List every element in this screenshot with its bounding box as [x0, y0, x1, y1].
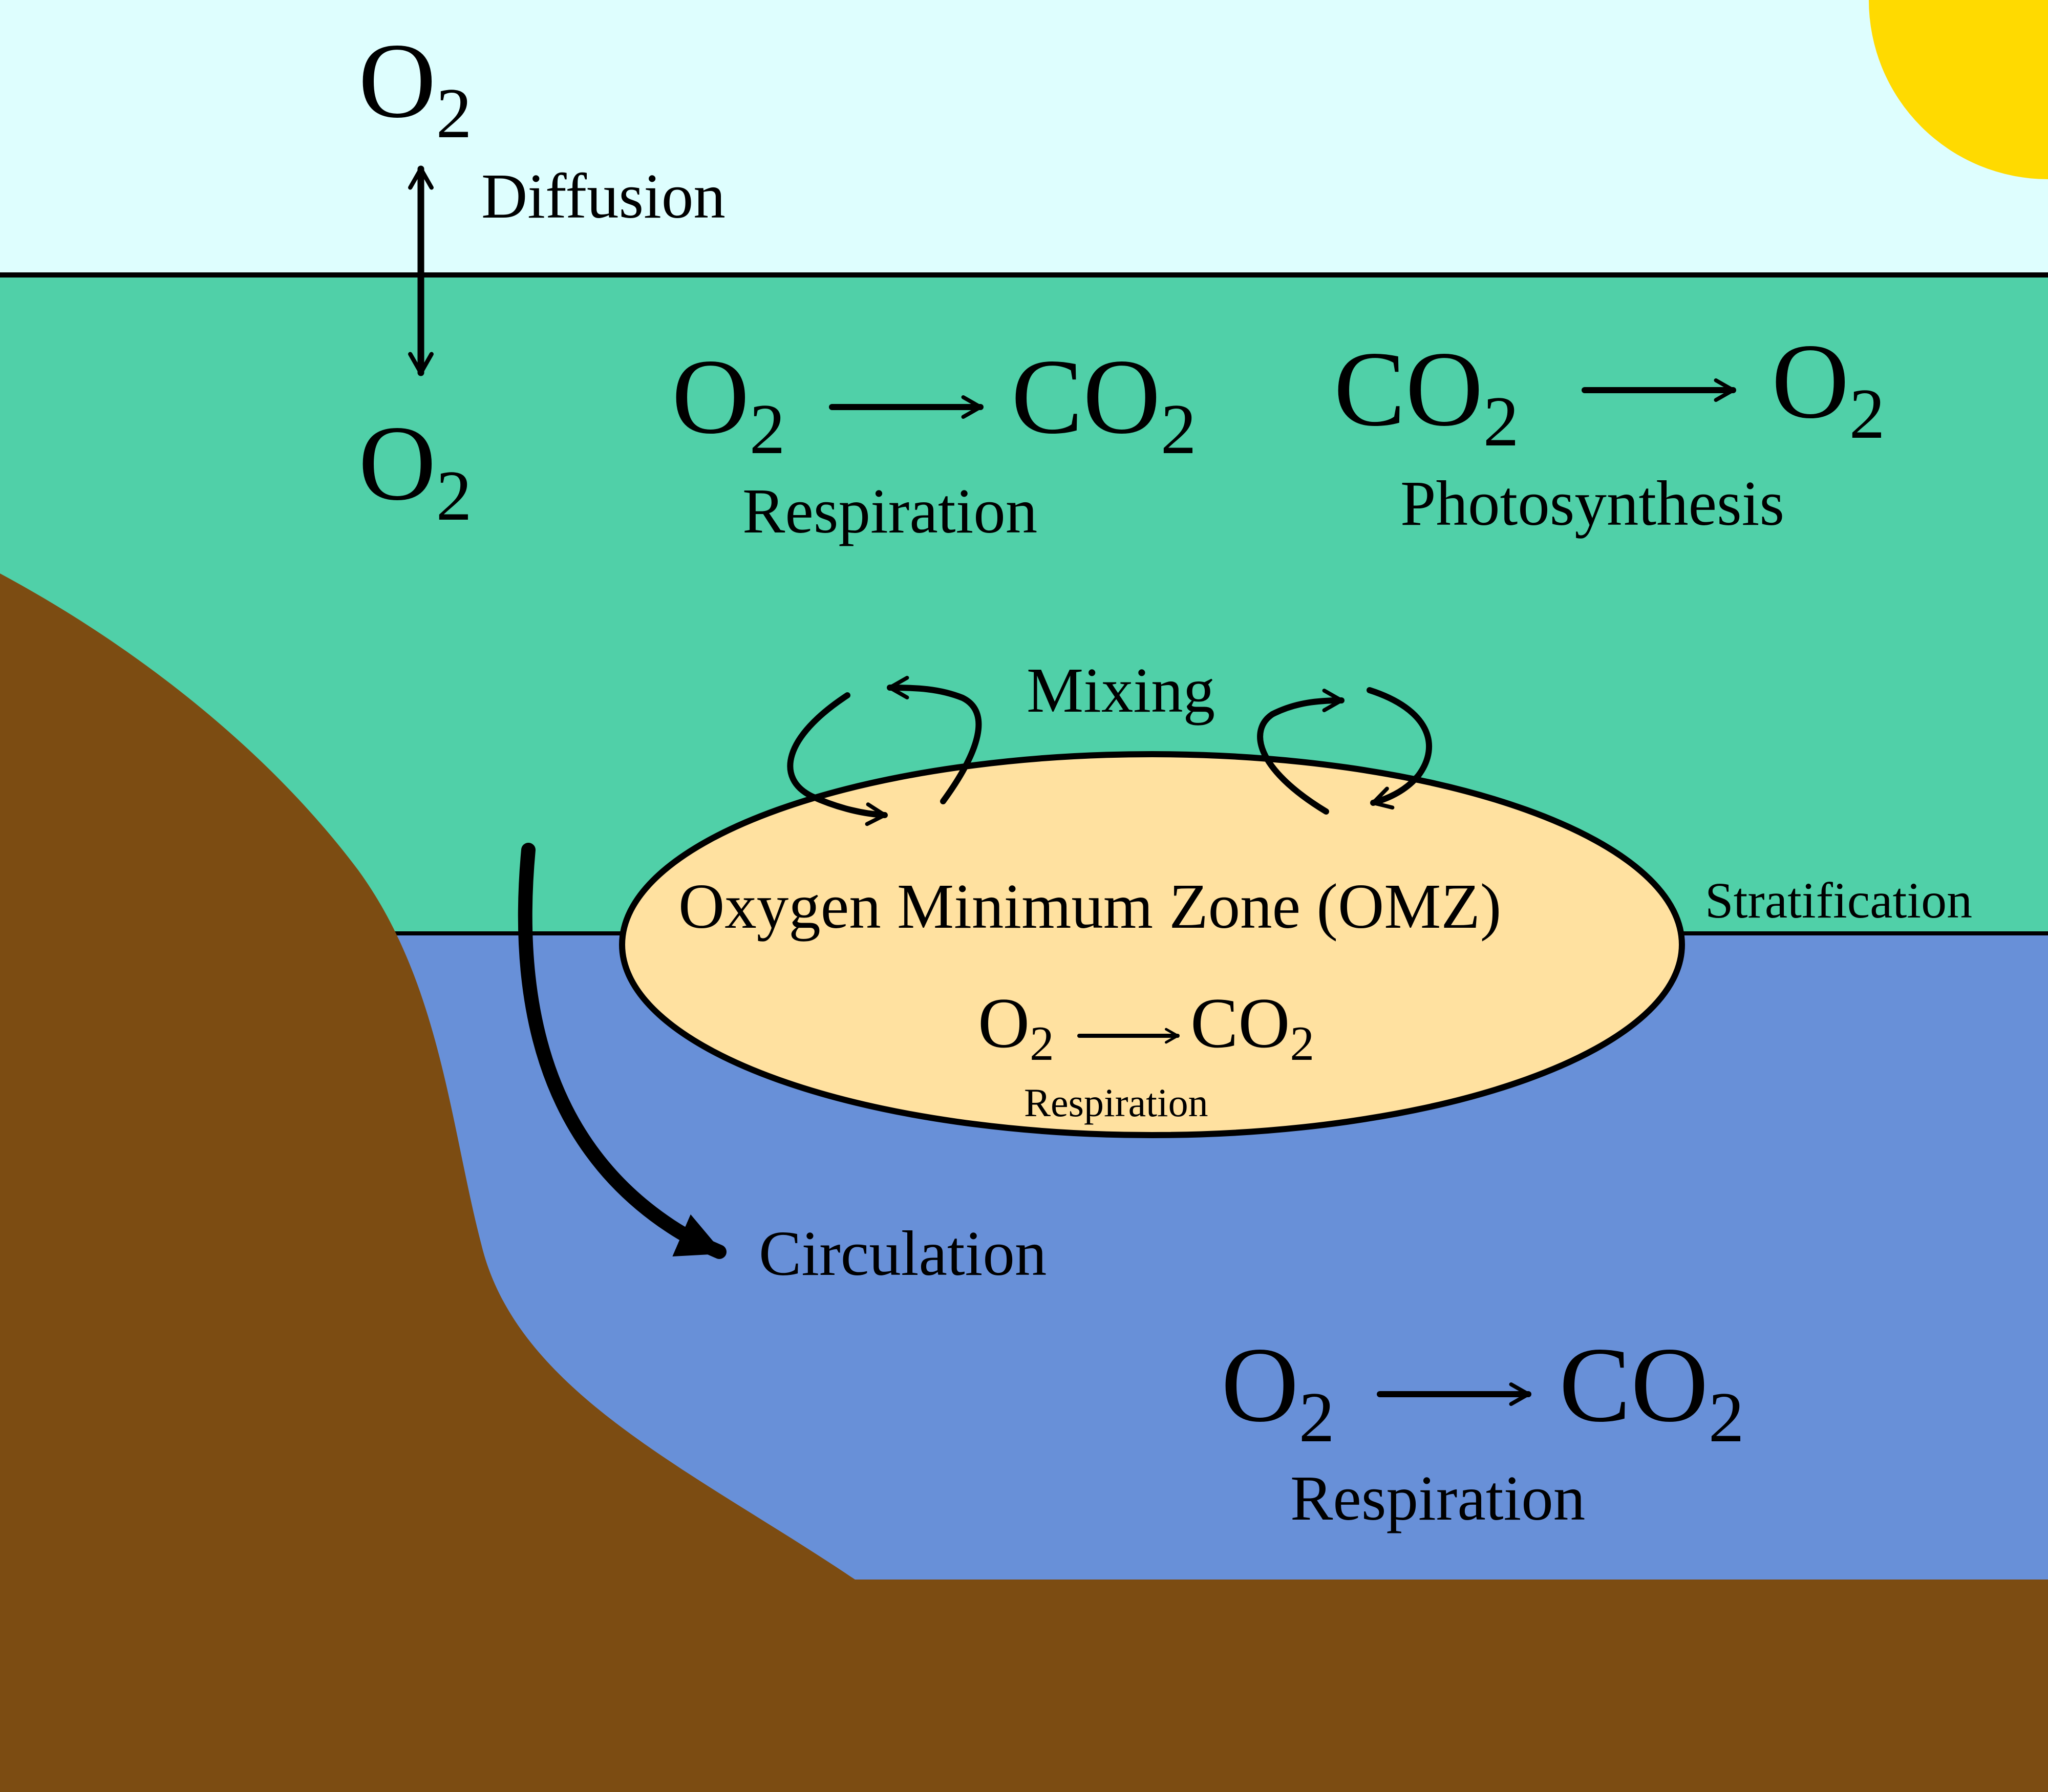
deep-product-symbol: CO: [1559, 1326, 1709, 1444]
omz-reactant-subscript: 2: [1030, 1016, 1054, 1071]
omz-respiration: O2 CO2 Respiration: [978, 984, 1314, 1125]
deep-product-subscript: 2: [1709, 1378, 1744, 1457]
surface-respiration: O2 CO2 Respiration: [672, 337, 1197, 547]
photosynthesis-product-subscript: 2: [1849, 374, 1885, 454]
surface-respiration-product-symbol: CO: [1011, 337, 1161, 456]
surface-respiration-reactant-symbol: O: [672, 337, 750, 456]
mixing-arrow-left-upper: [887, 675, 982, 804]
mixing-arrow-left-lower: [787, 692, 888, 826]
photosynthesis-reactant-subscript: 2: [1483, 382, 1519, 461]
photosynthesis-product-symbol: O: [1772, 322, 1849, 441]
air-layer: [0, 0, 2048, 276]
surface-respiration-reactant-subscript: 2: [750, 390, 785, 469]
surface-respiration-label: Respiration: [742, 476, 1037, 547]
atmosphere-o2-subscript: 2: [436, 74, 472, 153]
deep-reactant-symbol: O: [1221, 1326, 1299, 1444]
deep-reactant-subscript: 2: [1299, 1378, 1335, 1457]
omz-respiration-label: Respiration: [1024, 1080, 1208, 1125]
surface-o2-symbol: O: [358, 404, 436, 523]
photosynthesis-product: O2: [1772, 322, 1885, 454]
omz-title: Oxygen Minimum Zone (OMZ): [678, 871, 1501, 942]
photosynthesis-label: Photosynthesis: [1400, 468, 1784, 539]
omz-product: CO2: [1190, 984, 1314, 1071]
photosynthesis-reactant: CO2: [1334, 330, 1519, 461]
omz-reactant: O2: [978, 984, 1054, 1071]
surface-o2-subscript: 2: [436, 456, 472, 536]
circulation-label: Circulation: [759, 1219, 1047, 1289]
mixing-label: Mixing: [1027, 655, 1215, 726]
mixing-arrow-right-upper: [1257, 688, 1345, 815]
atmosphere-o2-symbol: O: [358, 22, 436, 140]
surface-respiration-product: CO2: [1011, 337, 1197, 469]
sun: [1869, 0, 2048, 179]
mixing-arrow-right-lower: [1367, 687, 1433, 810]
omz-ellipse: [619, 751, 1685, 1138]
surface-o2: O2: [358, 404, 472, 536]
deep-reactant: O2: [1221, 1326, 1335, 1457]
circulation-arrow: [518, 843, 727, 1259]
photosynthesis-reactant-symbol: CO: [1334, 330, 1483, 449]
surface-respiration-reactant: O2: [672, 337, 785, 469]
deep-respiration: O2 CO2 Respiration: [1221, 1326, 1744, 1534]
omz-product-subscript: 2: [1290, 1016, 1314, 1071]
deep-respiration-label: Respiration: [1290, 1463, 1585, 1534]
seabed: [0, 573, 2048, 1792]
surface-photosynthesis: CO2 O2 Photosynthesis: [1334, 322, 1885, 539]
omz-reactant-symbol: O: [978, 984, 1030, 1063]
atmosphere-o2: O2: [358, 22, 472, 153]
surface-respiration-product-subscript: 2: [1161, 390, 1197, 469]
deep-product: CO2: [1559, 1326, 1744, 1457]
omz-product-symbol: CO: [1190, 984, 1290, 1063]
diffusion-label: Diffusion: [481, 161, 726, 232]
stratification-label: Stratification: [1705, 872, 1972, 929]
